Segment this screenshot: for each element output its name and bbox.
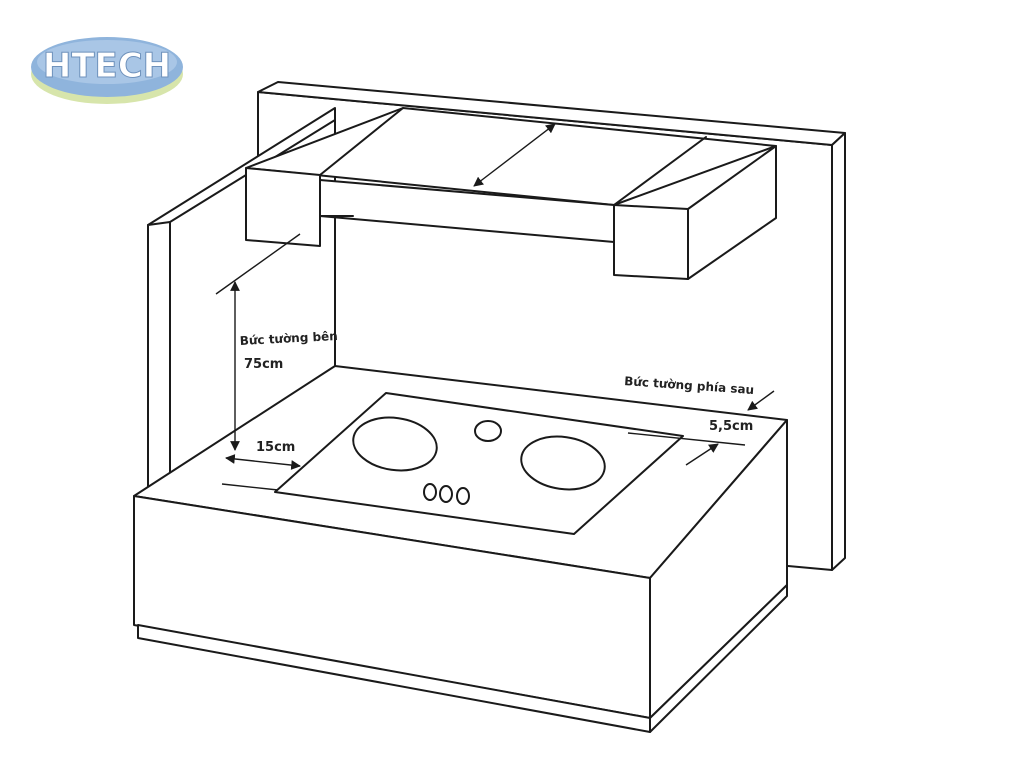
- side-wall-label: Bức tường bên: [239, 329, 338, 348]
- control-knob-1: [423, 483, 437, 501]
- logo-text: HTECH: [43, 46, 171, 86]
- control-knob-2: [439, 485, 453, 503]
- induction-cooktop: [274, 392, 684, 535]
- htech-logo: HTECH: [31, 37, 183, 104]
- back-gap-label: 5,5cm: [709, 419, 753, 434]
- control-knob-3: [456, 487, 470, 505]
- burner-small: [474, 420, 502, 442]
- burner-right: [520, 435, 606, 491]
- height-label: 75cm: [244, 357, 283, 372]
- burner-left: [352, 416, 438, 472]
- dimension-lines: [215, 233, 775, 491]
- range-hood: [245, 107, 777, 280]
- side-gap-label: 15cm: [256, 440, 295, 455]
